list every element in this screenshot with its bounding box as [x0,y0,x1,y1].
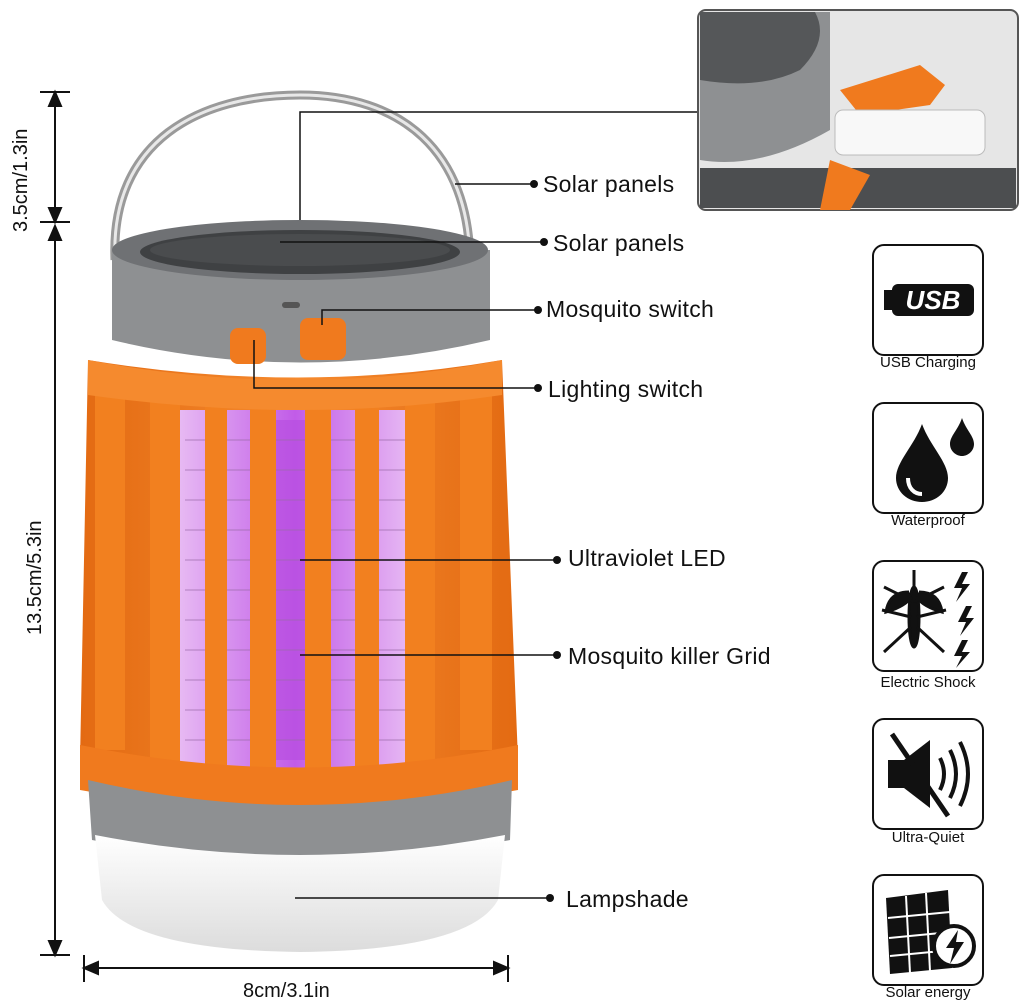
feature-usb-charging: USB [872,244,984,356]
callout-solar-panels-1: Solar panels [543,171,675,197]
bottom-band [88,780,512,860]
feature-waterproof [872,402,984,514]
charging-port-inset-photo [697,9,1019,211]
width-label: 8cm/3.1in [243,980,330,1002]
feature-electric-shock-label: Electric Shock [880,674,976,691]
mosquito-switch-button [300,318,346,360]
feature-usb-charging-label: USB Charging [880,354,976,371]
top-height-label: 3.5cm/1.3in [10,128,32,232]
lighting-switch-button [230,328,266,364]
solar-panel-icon [886,890,976,974]
usb-icon: USB [884,284,974,316]
feature-solar-energy [872,874,984,986]
top-cap [112,250,490,363]
callout-ultraviolet-led: Ultraviolet LED [568,545,726,571]
feature-waterproof-label: Waterproof [891,512,965,529]
feature-ultra-quiet [872,718,984,830]
feature-ultra-quiet-label: Ultra-Quiet [891,829,965,846]
mute-speaker-icon [888,732,970,818]
feature-electric-shock [872,560,984,672]
mosquito-shock-icon [881,570,974,668]
callout-solar-panels-2: Solar panels [553,230,685,256]
callout-lighting-switch: Lighting switch [548,376,704,402]
callout-lampshade: Lampshade [566,886,689,912]
water-drop-icon [896,418,974,502]
feature-solar-energy-label: Solar energy [885,984,971,1001]
lampshade [95,835,505,952]
callout-mosquito-killer-grid: Mosquito killer Grid [568,643,771,669]
body-height-label: 13.5cm/5.3in [24,520,46,635]
usb-icon-text: USB [906,285,961,315]
callout-mosquito-switch: Mosquito switch [546,296,715,322]
